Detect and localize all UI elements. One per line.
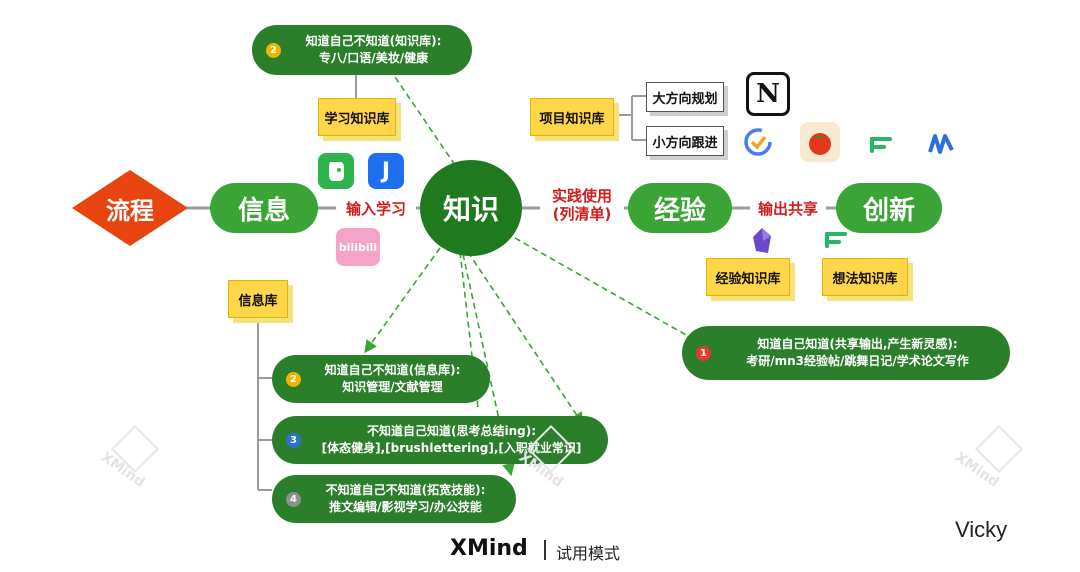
jianguo-icon: J [368, 153, 404, 189]
ticktick-icon [742, 126, 774, 158]
card-info-3[interactable]: 4 不知道自己不知道(拓宽技能): 推文编辑/影视学习/办公技能 [272, 475, 516, 523]
bilibili-icon: bilibili [336, 228, 380, 266]
connector-info-tree [257, 320, 272, 491]
card-info2-line2: [体态健身],[brushlettering],[入职就业常识] [321, 441, 582, 455]
output-share-label: 输出共享 [750, 200, 826, 218]
card-know-unknown-kb[interactable]: 2 知道自己不知道(知识库): 专八/口语/美妆/健康 [252, 25, 472, 75]
card-info1-line2: 知识管理/文献管理 [342, 380, 443, 394]
badge-2-icon: 2 [286, 371, 301, 387]
badge-3-icon: 3 [286, 432, 301, 448]
note-project-kb[interactable]: 项目知识库 [530, 98, 614, 136]
flomo-icon-top [864, 128, 898, 158]
badge-4-icon: 4 [286, 491, 301, 507]
dashed-arrow-mid2 [467, 251, 584, 426]
box-small-follow[interactable]: 小方向跟进 [646, 126, 724, 156]
note-idea-kb[interactable]: 想法知识库 [822, 258, 908, 296]
card-right-line2: 考研/mn3经验帖/跳舞日记/学术论文写作 [746, 354, 969, 368]
flow-node[interactable]: 流程 [70, 168, 190, 248]
connector-project-kb [614, 95, 646, 141]
card-info3-line1: 不知道自己不知道(拓宽技能): [325, 483, 486, 497]
card-info-1[interactable]: 2 知道自己不知道(信息库): 知识管理/文献管理 [272, 355, 490, 403]
input-learning-label: 输入学习 [336, 200, 416, 218]
info-node[interactable]: 信息 [210, 183, 318, 233]
meistertask-icon [924, 128, 958, 158]
knowledge-node[interactable]: 知识 [420, 160, 522, 256]
notion-icon: N [746, 72, 790, 116]
flow-diamond-shape [72, 170, 188, 246]
evernote-icon [318, 153, 354, 189]
dashed-arrow-right [514, 237, 701, 344]
note-study-kb[interactable]: 学习知识库 [318, 98, 396, 136]
badge-1-icon: 1 [696, 345, 711, 361]
obsidian-icon [750, 226, 774, 256]
card-info1-line1: 知道自己不知道(信息库): [324, 363, 461, 377]
badge-2-icon: 2 [266, 42, 281, 58]
flomo-icon-bottom [820, 224, 852, 252]
experience-node[interactable]: 经验 [628, 183, 732, 233]
tomato-icon [800, 122, 840, 162]
box-big-plan[interactable]: 大方向规划 [646, 82, 724, 112]
card-top-line2: 专八/口语/美妆/健康 [318, 51, 429, 65]
footer-mode: 试用模式 [556, 544, 621, 563]
card-know-known[interactable]: 1 知道自己知道(共享输出,产生新灵感): 考研/mn3经验帖/跳舞日记/学术论… [682, 326, 1010, 380]
innovation-node[interactable]: 创新 [836, 183, 942, 233]
card-info-2[interactable]: 3 不知道自己知道(思考总结ing): [体态健身],[brushletteri… [272, 416, 608, 464]
card-right-line1: 知道自己知道(共享输出,产生新灵感): [757, 337, 958, 351]
practice-label: 实践使用 (列清单) [540, 187, 624, 223]
card-top-line1: 知道自己不知道(知识库): [305, 34, 442, 48]
note-exp-kb[interactable]: 经验知识库 [706, 258, 790, 296]
flow-label: 流程 [106, 196, 154, 225]
author-name: Vicky [955, 517, 1008, 542]
footer-separator [544, 540, 546, 560]
note-info-kb[interactable]: 信息库 [228, 280, 288, 318]
footer-brand: XMind [450, 536, 528, 561]
card-info2-line1: 不知道自己知道(思考总结ing): [366, 424, 536, 438]
card-info3-line2: 推文编辑/影视学习/办公技能 [329, 500, 482, 514]
dashed-arrow-info [364, 247, 441, 354]
